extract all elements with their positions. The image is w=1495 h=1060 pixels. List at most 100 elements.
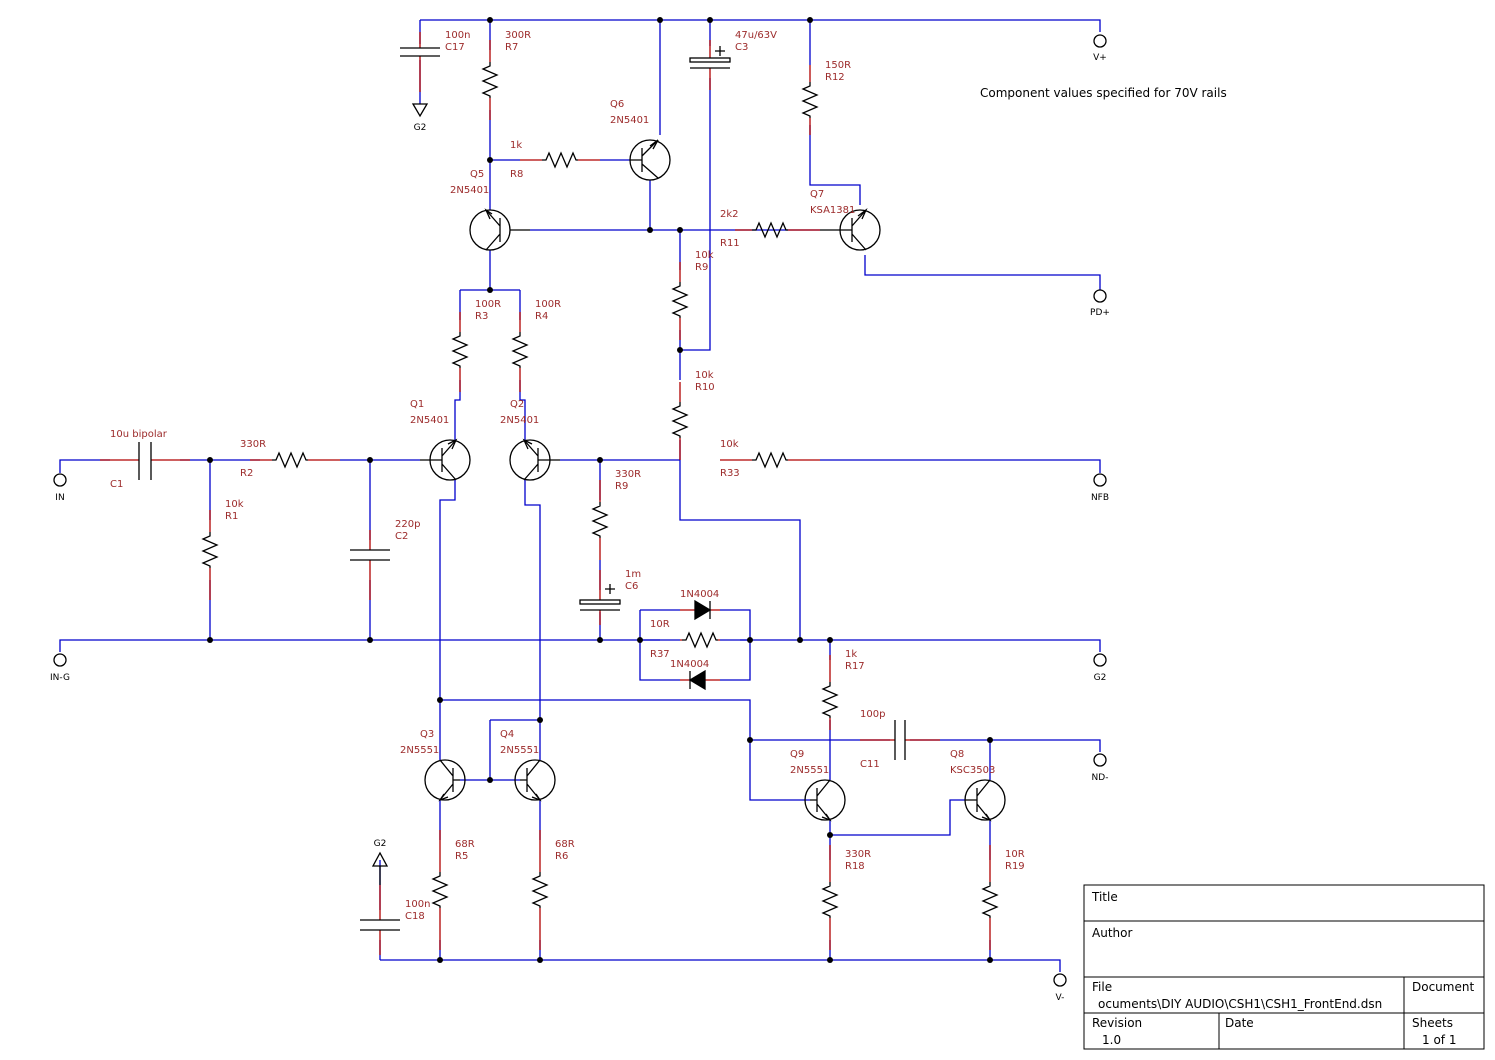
port-in-label: IN [55, 493, 64, 503]
port-g2-bottom-label: G2 [374, 839, 387, 849]
resistor-r8 [520, 152, 600, 168]
r9a-value: 10k [695, 250, 714, 261]
r37-ref: R37 [650, 649, 670, 660]
note-text: Component values specified for 70V rails [980, 86, 1227, 100]
r5-value: 68R [455, 839, 475, 850]
transistor-q5 [469, 208, 530, 251]
port-symbols [53, 34, 1107, 987]
title-block: Title Author File ocuments\DIY AUDIO\CSH… [1083, 884, 1485, 1050]
resistor-r37 [680, 632, 720, 648]
resistor-r19 [982, 845, 998, 950]
transistor-q7 [820, 207, 881, 251]
q5-ref: Q5 [470, 169, 484, 180]
wires [59, 19, 1101, 972]
port-in-g-label: IN-G [50, 673, 70, 683]
c6-ref: C6 [625, 581, 638, 592]
r8-ref: R8 [510, 169, 523, 180]
r7-value: 300R [505, 30, 531, 41]
r1-value: 10k [225, 499, 244, 510]
r5-ref: R5 [455, 851, 468, 862]
r18-value: 330R [845, 849, 871, 860]
transistor-q9 [804, 779, 846, 822]
resistor-r7 [482, 40, 498, 120]
c11-value: 100p [860, 709, 885, 720]
r3-ref: R3 [475, 311, 488, 322]
resistor-r4 [512, 312, 528, 392]
resistor-r3 [452, 312, 468, 392]
r10-value: 10k [695, 370, 714, 381]
resistor-r17 [822, 655, 838, 730]
c2-value: 220p [395, 519, 420, 530]
resistor-r5 [432, 830, 448, 950]
q5-part: 2N5401 [450, 185, 489, 196]
r12-value: 150R [825, 60, 851, 71]
r10-ref: R10 [695, 382, 715, 393]
file-value: ocuments\DIY AUDIO\CSH1\CSH1_FrontEnd.ds… [1098, 997, 1382, 1011]
port-g2-top-label: G2 [414, 123, 427, 133]
c18-ref: C18 [405, 911, 425, 922]
port-vplus-label: V+ [1093, 53, 1107, 63]
date-label: Date [1225, 1016, 1254, 1030]
r11-value: 2k2 [720, 209, 739, 220]
q4-part: 2N5551 [500, 745, 539, 756]
file-label: File [1092, 980, 1112, 994]
c3-value: 47u/63V [735, 30, 777, 41]
r11-ref: R11 [720, 238, 740, 249]
r19-value: 10R [1005, 849, 1025, 860]
capacitor-c3 [689, 40, 731, 90]
r17-value: 1k [845, 649, 857, 660]
resistor-r10 [672, 382, 688, 460]
r12-ref: R12 [825, 72, 845, 83]
resistor-r12 [802, 65, 818, 135]
resistor-r18 [822, 845, 838, 950]
title-label: Title [1091, 890, 1118, 904]
sheets-value: 1 of 1 [1422, 1033, 1456, 1047]
c6-value: 1m [625, 569, 641, 580]
q1-ref: Q1 [410, 399, 424, 410]
q7-ref: Q7 [810, 189, 824, 200]
q6-part: 2N5401 [610, 115, 649, 126]
q2-part: 2N5401 [500, 415, 539, 426]
c2-ref: C2 [395, 531, 408, 542]
q4-ref: Q4 [500, 729, 514, 740]
diode-d2 [680, 669, 720, 691]
q8-part: KSC3503 [950, 765, 995, 776]
c11-ref: C11 [860, 759, 880, 770]
resistor-r33 [720, 452, 820, 468]
c1-ref: C1 [110, 479, 123, 490]
port-vminus-label: V- [1056, 993, 1065, 1003]
q6-ref: Q6 [610, 99, 624, 110]
sheets-label: Sheets [1412, 1016, 1453, 1030]
c1-value: 10u bipolar [110, 429, 168, 440]
q3-part: 2N5551 [400, 745, 439, 756]
r19-ref: R19 [1005, 861, 1025, 872]
port-nfb-label: NFB [1091, 493, 1109, 503]
r18-ref: R18 [845, 861, 865, 872]
c17-value: 100n [445, 30, 470, 41]
r7-ref: R7 [505, 42, 518, 53]
resistor-r6 [532, 830, 548, 950]
q1-part: 2N5401 [410, 415, 449, 426]
q9-part: 2N5551 [790, 765, 829, 776]
resistor-r1 [202, 510, 218, 600]
port-nd-minus-label: ND- [1092, 773, 1109, 783]
q7-part: KSA1381 [810, 205, 855, 216]
transistor-q1 [420, 438, 471, 481]
r2-value: 330R [240, 439, 266, 450]
r8-value: 1k [510, 140, 522, 151]
revision-value: 1.0 [1102, 1033, 1121, 1047]
capacitor-c6 [579, 570, 621, 625]
q2-ref: Q2 [510, 399, 524, 410]
r3-value: 100R [475, 299, 501, 310]
q8-ref: Q8 [950, 749, 964, 760]
resistor-r9-10k [672, 262, 688, 340]
resistor-r9-330r [592, 480, 608, 560]
r2-ref: R2 [240, 468, 253, 479]
capacitor-c18 [360, 851, 400, 955]
q9-ref: Q9 [790, 749, 804, 760]
c3-ref: C3 [735, 42, 748, 53]
r9b-ref: R9 [615, 481, 628, 492]
r9a-ref: R9 [695, 262, 708, 273]
transistor-q2 [509, 438, 560, 481]
